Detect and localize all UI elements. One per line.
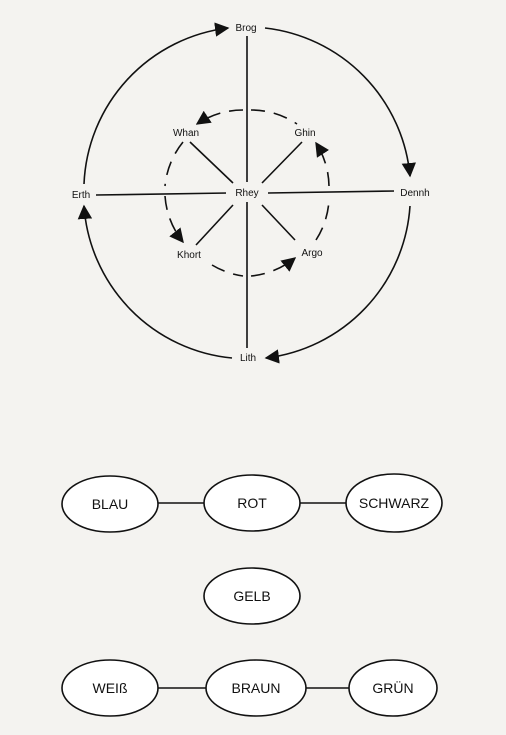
label-center: Rhey <box>235 188 258 199</box>
spoke-to-ghin <box>261 141 303 184</box>
arc-dennh-to-lith <box>264 205 411 364</box>
wheel-labels: Rhey Brog Dennh Lith Erth Whan Ghin Khor… <box>66 23 436 364</box>
oval-label: BRAUN <box>231 680 280 696</box>
label-inner-top-left: Whan <box>173 128 199 139</box>
oval-blau: BLAU <box>61 475 159 533</box>
outer-cycle <box>77 22 416 364</box>
oval-label: BLAU <box>92 496 129 512</box>
oval-rot: ROT <box>203 474 301 532</box>
oval-schwarz: SCHWARZ <box>345 473 443 533</box>
arc-lith-to-erth <box>77 204 233 359</box>
dash-arc-bottom-to-argo <box>250 257 297 277</box>
dash-arc-right-up-to-ghin <box>315 141 330 187</box>
label-top: Brog <box>235 23 256 34</box>
oval-label: GRÜN <box>372 679 413 696</box>
dash-arc-top-to-ghin <box>250 109 298 125</box>
spoke-horizontal-left <box>95 192 229 196</box>
dash-arc-bottom-left <box>211 264 244 277</box>
oval-label: ROT <box>237 495 267 511</box>
label-bottom: Lith <box>240 353 256 364</box>
spokes <box>95 36 397 348</box>
dash-arc-argo-to-right <box>315 199 330 241</box>
oval-label: GELB <box>233 588 270 604</box>
arc-erth-to-brog <box>83 22 230 185</box>
dash-arc-left-down-to-khort <box>164 195 184 244</box>
label-right: Dennh <box>400 188 429 199</box>
label-inner-bottom-left: Khort <box>177 250 201 261</box>
oval-gelb: GELB <box>203 567 301 625</box>
inner-cycle <box>164 109 330 277</box>
arc-brog-to-dennh <box>264 27 416 178</box>
label-left: Erth <box>72 190 90 201</box>
dash-arc-top-to-whan <box>195 109 244 125</box>
spoke-to-whan <box>189 141 234 184</box>
oval-label: WEIß <box>93 680 128 696</box>
oval-weiss: WEIß <box>61 659 159 717</box>
oval-label: SCHWARZ <box>359 495 430 511</box>
spoke-to-argo <box>261 204 296 241</box>
label-inner-top-right: Ghin <box>294 128 315 139</box>
oval-network: BLAU ROT SCHWARZ GELB WEIß BRAUN GRÜN <box>61 473 443 717</box>
spoke-horizontal-right <box>267 190 397 194</box>
oval-braun: BRAUN <box>205 659 307 717</box>
oval-gruen: GRÜN <box>348 659 438 717</box>
dash-arc-whan-to-left <box>164 141 184 187</box>
spoke-to-khort <box>195 204 234 246</box>
label-inner-bottom-right: Argo <box>301 248 323 259</box>
